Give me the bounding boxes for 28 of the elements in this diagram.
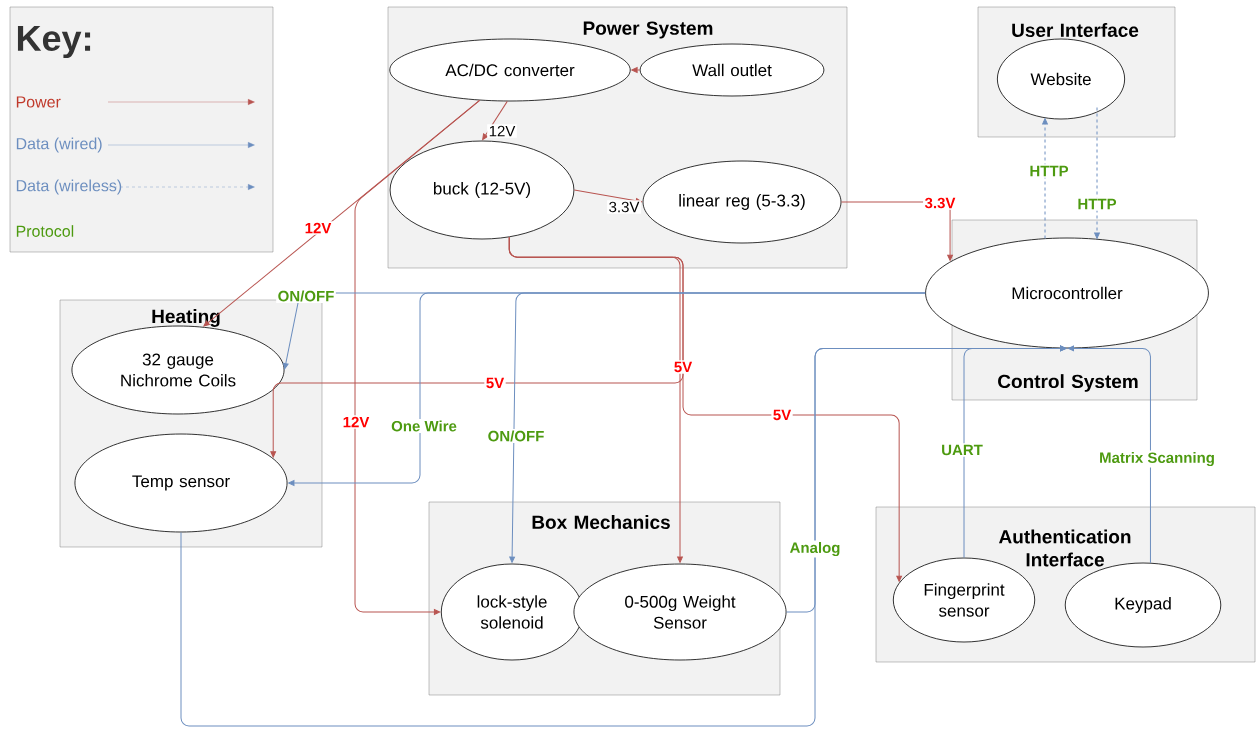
- arrow: [508, 236, 902, 582]
- arrow: [1042, 118, 1048, 240]
- key-heading: Key:: [17, 25, 91, 59]
- edge-label: 12V: [487, 124, 517, 138]
- legend-label: Power: [16, 96, 61, 108]
- edge-label: Matrix Scanning: [1097, 450, 1217, 468]
- edge-label: 12V: [341, 415, 371, 429]
- legend-label: Protocol: [16, 225, 74, 237]
- edge-label: HTTP: [1075, 197, 1119, 211]
- edge-label: One Wire: [389, 419, 459, 433]
- edge-label: 5V: [771, 408, 793, 422]
- arrow: [963, 345, 1067, 559]
- edge-label: HTTP: [1027, 164, 1071, 178]
- legend-label: Data (wired): [16, 137, 102, 153]
- arrow: [354, 99, 481, 615]
- arrow: [482, 100, 508, 141]
- arrow: [509, 292, 926, 563]
- arrow: [1067, 345, 1151, 564]
- edge-label: 12V: [303, 221, 333, 235]
- arrow: [1094, 106, 1100, 239]
- legend-label: Data (wireless): [16, 179, 122, 195]
- edge-label: Analog: [788, 540, 842, 558]
- edge-label: 5V: [672, 360, 694, 374]
- edge-label: UART: [939, 443, 985, 457]
- edge-label: 3.3V: [923, 196, 957, 210]
- arrow: [631, 67, 641, 73]
- edge-label: 5V: [484, 376, 506, 390]
- edge-label: 3.3V: [607, 200, 641, 214]
